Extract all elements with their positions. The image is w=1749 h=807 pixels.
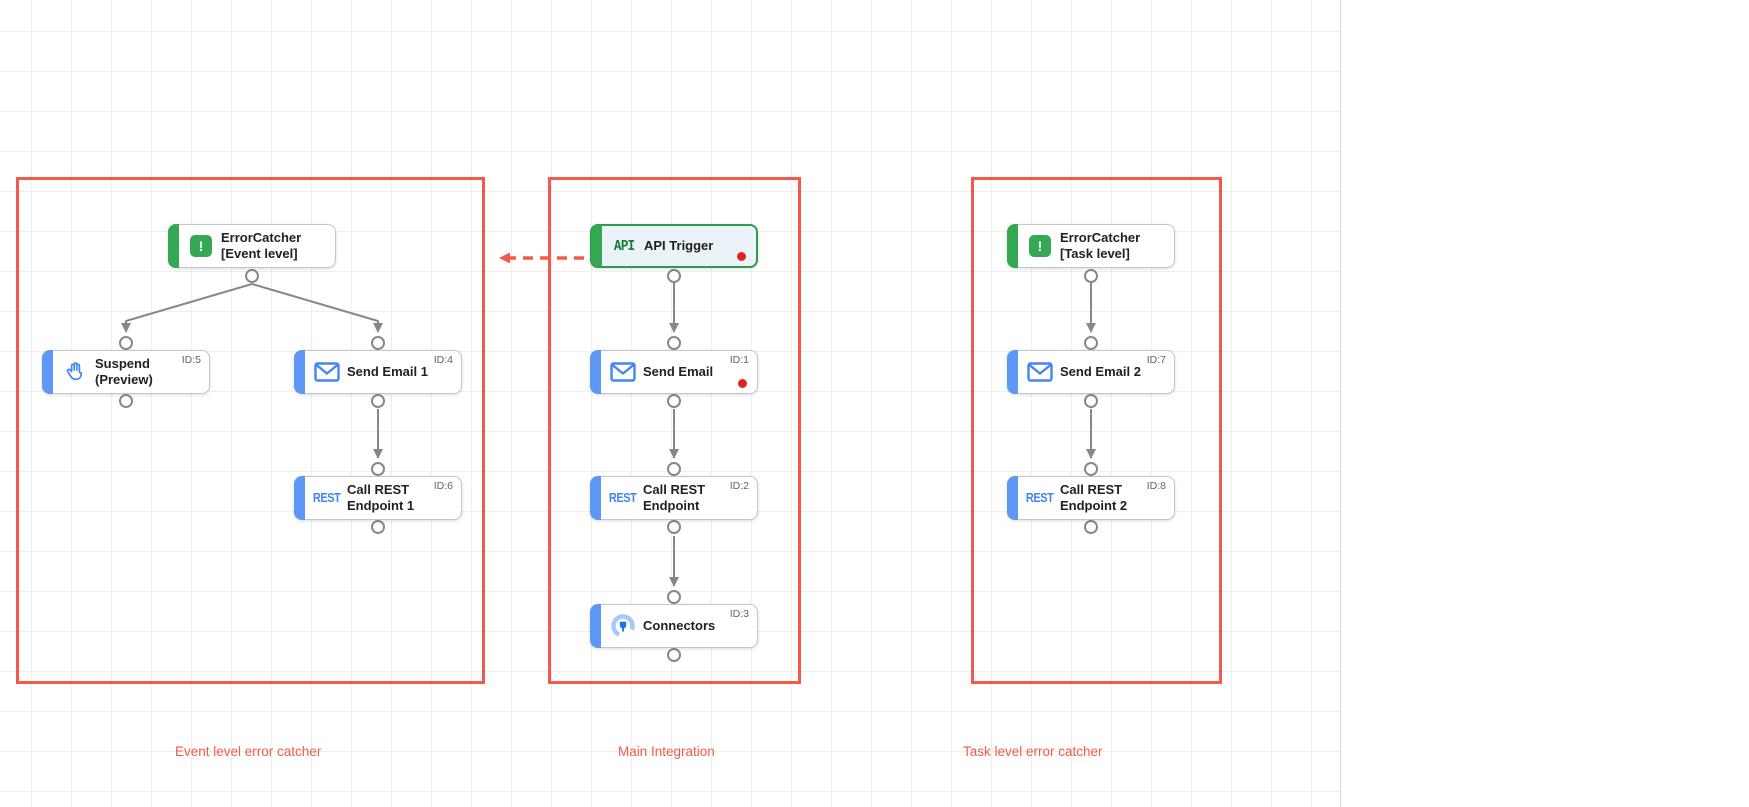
task-id-badge: ID:7 [1146,354,1166,366]
node-accent-bar [1007,350,1018,394]
node-accent-bar [42,350,53,394]
event-level-group-label: Event level error catcher [175,744,322,759]
rest-icon: REST [1026,491,1054,505]
task-id-badge: ID:3 [729,608,749,620]
event-level-group-box [16,177,485,684]
node-accent-bar [294,476,305,520]
node-accent-bar [294,350,305,394]
api-trigger-icon: API [613,238,636,254]
task-id-badge: ID:6 [433,480,453,492]
node-accent-bar [590,476,601,520]
connector-plug-icon [603,613,643,639]
node-errorcatcher-event-level[interactable]: ! ErrorCatcher[Event level] [168,224,336,268]
rest-icon: REST [609,491,637,505]
task-id-badge: ID:8 [1146,480,1166,492]
connector-ports [119,269,1098,662]
task-id-badge: ID:2 [729,480,749,492]
node-accent-bar [1007,476,1018,520]
rest-icon: REST [313,491,341,505]
main-integration-group-box [548,177,801,684]
hand-icon [55,360,95,384]
task-id-badge: ID:5 [181,354,201,366]
task-level-group-label: Task level error catcher [963,744,1103,759]
node-accent-bar [1007,224,1018,268]
node-suspend[interactable]: Suspend(Preview) ID:5 [42,350,210,394]
task-id-badge: ID:1 [729,354,749,366]
envelope-icon [1020,362,1060,382]
task-id-badge: ID:4 [433,354,453,366]
node-send-email[interactable]: Send Email ID:1 [590,350,758,394]
workflow-canvas[interactable]: Event level error catcher Main Integrati… [0,0,1340,807]
connector-edges [121,283,1096,587]
node-api-trigger[interactable]: API API Trigger [590,224,758,268]
edge-layer [119,252,1098,662]
node-accent-bar [590,604,601,648]
node-accent-bar [590,350,601,394]
node-send-email-1[interactable]: Send Email 1 ID:4 [294,350,462,394]
error-catcher-icon: ! [1020,235,1060,257]
error-alert-dot [738,379,747,388]
error-alert-dot [737,252,746,261]
error-catcher-icon: ! [181,235,221,257]
task-level-group-box [971,177,1222,684]
node-errorcatcher-task-level[interactable]: ! ErrorCatcher[Task level] [1007,224,1175,268]
config-side-panel: API API Trigger CONFIGURATION HELP Trigg… [1340,0,1749,807]
node-connectors[interactable]: Connectors ID:3 [590,604,758,648]
node-accent-bar [168,224,179,268]
node-send-email-2[interactable]: Send Email 2 ID:7 [1007,350,1175,394]
envelope-icon [307,362,347,382]
main-integration-group-label: Main Integration [618,744,715,759]
envelope-icon [603,362,643,382]
node-accent-bar [591,225,602,267]
